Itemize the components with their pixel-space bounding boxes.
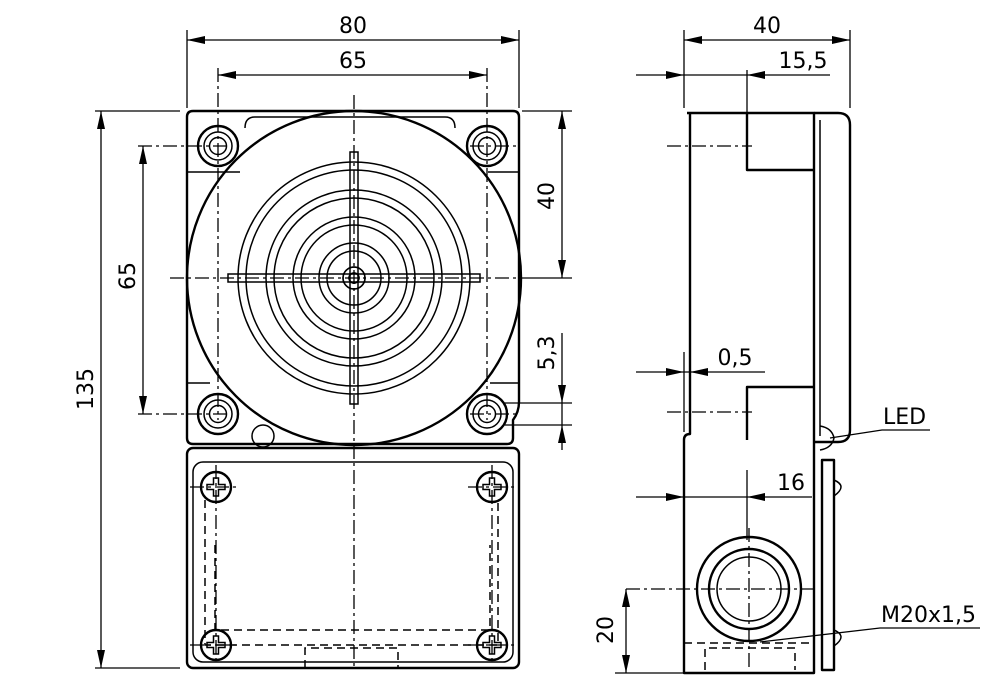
- mounting-holes: [196, 124, 509, 436]
- dim-side-depth: 40: [753, 14, 781, 39]
- dim-front-height: 135: [74, 368, 99, 410]
- dim-side-step: 15,5: [779, 49, 828, 74]
- side-body-outline: [682, 111, 816, 675]
- side-view: 40 15,5 0,5 16 20 LED M20x1,5: [594, 14, 980, 675]
- dim-side-gap: 0,5: [718, 346, 753, 371]
- label-thread: M20x1,5: [881, 603, 976, 628]
- label-led: LED: [883, 405, 926, 430]
- dim-front-hole-spacing: 65: [339, 49, 367, 74]
- dim-front-vertical-hole-spacing: 65: [116, 262, 141, 290]
- dim-side-gland-offset: 16: [777, 471, 805, 496]
- dim-front-center-offset: 40: [535, 182, 560, 210]
- dim-front-hole-diameter: 5,3: [535, 336, 560, 371]
- terminal-cover: [185, 446, 521, 670]
- dim-side-gland-height: 20: [594, 616, 619, 644]
- front-housing-outline: [185, 109, 521, 446]
- dim-front-width: 80: [339, 14, 367, 39]
- front-view: 80 65 135 65 40 5,3: [74, 14, 572, 670]
